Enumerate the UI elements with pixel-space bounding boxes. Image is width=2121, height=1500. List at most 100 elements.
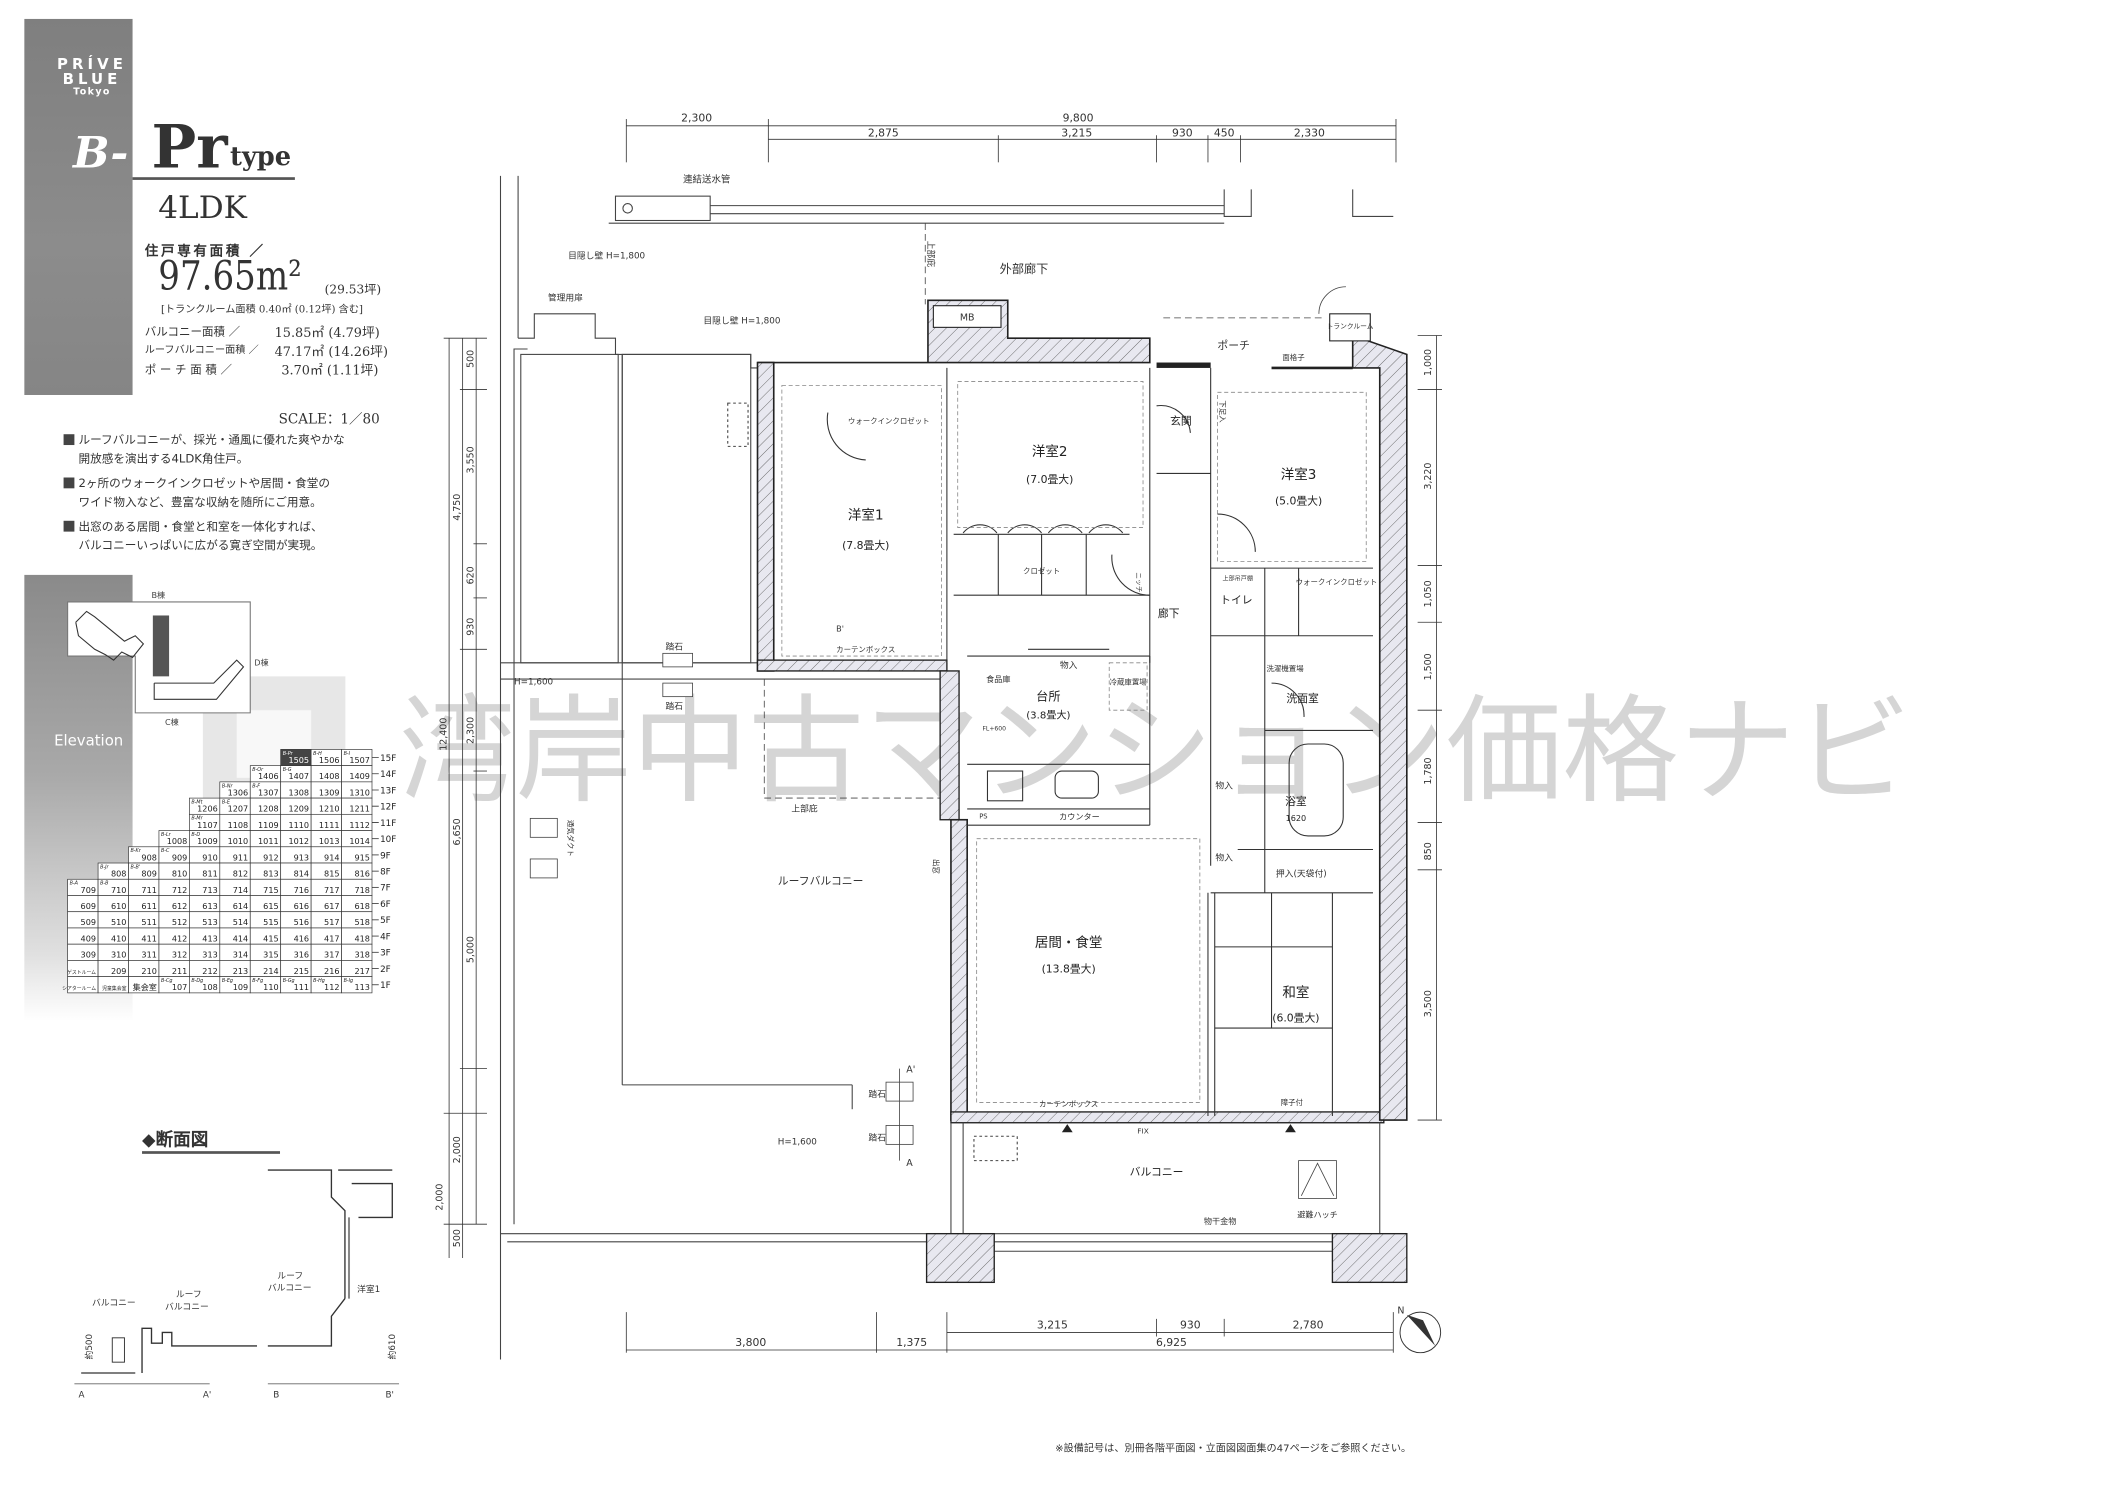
- elevation-unit-type: B-F: [252, 783, 260, 789]
- site-key-map: B棟 D棟 C棟: [67, 590, 269, 727]
- balcony-area-value: 15.85㎡ (4.79坪): [274, 326, 380, 341]
- elevation-unit-number: 314: [233, 950, 248, 960]
- elevation-unit-number: 715: [263, 885, 278, 895]
- elevation-unit-number: 316: [294, 950, 309, 960]
- elevation-unit-number: 318: [354, 950, 369, 960]
- elevation-unit-number: 409: [81, 933, 96, 943]
- layout-label: 4LDK: [158, 190, 247, 226]
- key-map-building-b: [152, 615, 170, 677]
- elevation-unit-number: 111: [294, 982, 309, 992]
- key-map-label-b: B棟: [152, 590, 166, 600]
- elevation-unit-number: 110: [263, 982, 278, 992]
- private-area-value: 97.65m²: [158, 252, 302, 301]
- elevation-unit-number: 1012: [288, 836, 309, 846]
- elevation-unit-number: 109: [233, 982, 248, 992]
- elevation-unit-number: 215: [294, 966, 309, 976]
- elevation-unit-number: 1507: [349, 755, 370, 765]
- elevation-unit-number: 713: [202, 885, 217, 895]
- trunk-room-note: [トランクルーム面積 0.40㎡ (0.12坪) 含む]: [160, 303, 363, 316]
- elevation-unit-type: B-Jr: [100, 864, 109, 870]
- floor-label: 7F: [380, 884, 391, 894]
- elevation-unit-number: 1207: [228, 804, 249, 814]
- floor-label: 4F: [380, 932, 391, 942]
- feature-2: 2ヶ所のウォークインクロゼットや居間・食堂の ワイド物入など、豊富な収納を随所に…: [63, 475, 330, 513]
- elevation-unit-number: 108: [202, 982, 217, 992]
- elevation-unit-number: 312: [172, 950, 187, 960]
- section-b-height: 約610: [386, 1334, 398, 1360]
- title-underline: [132, 177, 295, 180]
- section-b-roof-label-1: ルーフ: [277, 1271, 303, 1281]
- elevation-unit-type: B-H: [313, 751, 322, 757]
- floor-label: 8F: [380, 868, 391, 878]
- private-area-label: 住戸専有面積 ／: [144, 244, 266, 260]
- floor-label: 9F: [380, 851, 391, 861]
- elevation-unit-type: B-Gg: [283, 978, 295, 984]
- elevation-unit-number: シアタールーム: [62, 985, 96, 992]
- elevation-unit-number: 310: [111, 950, 126, 960]
- elevation-unit-number: 509: [81, 917, 96, 927]
- elevation-unit-number: 1109: [258, 820, 279, 830]
- feature-1-line2: 開放感を演出する4LDK角住戸。: [78, 453, 249, 467]
- elevation-unit-number: 816: [354, 869, 369, 879]
- bullet-square-icon: [63, 477, 75, 489]
- elevation-unit-number: 617: [324, 901, 339, 911]
- elevation-unit-number: 1211: [349, 804, 370, 814]
- elevation-unit-type: B-Dg: [191, 978, 203, 984]
- brand-logo: PRÍVE BLUE Tokyo: [50, 57, 134, 99]
- floor-label: 12F: [380, 803, 396, 813]
- elevation-unit-number: 510: [111, 917, 126, 927]
- section-b-roof-label-2: バルコニー: [268, 1282, 312, 1293]
- elevation-unit-number: 309: [81, 950, 96, 960]
- elevation-unit-number: 1108: [228, 820, 249, 830]
- elevation-unit-number: 412: [172, 933, 187, 943]
- elevation-unit-number: 1009: [197, 836, 218, 846]
- elevation-unit-number: 1309: [319, 787, 340, 797]
- elevation-unit-number: 911: [233, 852, 248, 862]
- elevation-unit-number: 1206: [197, 804, 218, 814]
- bullet-square-icon: [63, 434, 75, 446]
- elevation-unit-number: 913: [294, 852, 309, 862]
- elevation-unit-type: B-E: [222, 800, 231, 806]
- elevation-unit-number: 614: [233, 901, 248, 911]
- elevation-title: Elevation: [54, 731, 124, 750]
- feature-3-line1: 出窓のある居間・食堂と和室を一体化すれば、: [78, 520, 323, 535]
- elevation-unit-type: B-B: [100, 881, 109, 887]
- elevation-unit-number: 514: [233, 917, 248, 927]
- section-b-room-label: 洋室1: [357, 1283, 380, 1295]
- elevation-unit-number: 210: [141, 966, 156, 976]
- elevation-unit-number: 813: [263, 869, 278, 879]
- elevation-unit-number: 716: [294, 885, 309, 895]
- elevation-unit-number: 集会室: [133, 982, 157, 992]
- section-b-right-marker: B': [386, 1390, 394, 1400]
- feature-2-line1: 2ヶ所のウォークインクロゼットや居間・食堂の: [78, 477, 330, 492]
- elevation-unit-number: 1110: [288, 820, 309, 830]
- elevation-unit-number: 411: [141, 933, 156, 943]
- elevation-unit-number: 1008: [167, 836, 188, 846]
- elevation-unit-number: 815: [324, 869, 339, 879]
- elevation-unit-type: B-D: [191, 832, 200, 838]
- elevation-unit-number: 909: [172, 852, 187, 862]
- roof-balcony-area-label: ルーフバルコニー面積 ／: [144, 343, 259, 356]
- elevation-unit-number: 1407: [288, 771, 309, 781]
- elevation-unit-number: 217: [354, 966, 369, 976]
- elevation-unit-number: 311: [141, 950, 156, 960]
- floor-label: 6F: [380, 900, 391, 910]
- elevation-unit-number: 1306: [228, 787, 249, 797]
- elevation-unit-number: 808: [111, 869, 126, 879]
- elevation-unit-number: 516: [294, 917, 309, 927]
- watermark-text: 湾岸中古マンション価格ナビ: [399, 684, 1911, 819]
- elevation-unit-number: 1112: [349, 820, 370, 830]
- elevation-unit-number: 1014: [349, 836, 370, 846]
- elevation-unit-number: 1011: [258, 836, 279, 846]
- elevation-unit-number: 1310: [349, 787, 370, 797]
- elevation-unit-number: 1013: [319, 836, 340, 846]
- bullet-square-icon: [63, 520, 75, 532]
- section-a-roof-label-2: バルコニー: [165, 1301, 209, 1312]
- elevation-unit-number: 515: [263, 917, 278, 927]
- elevation-unit-number: 718: [354, 885, 369, 895]
- elevation-unit-type: B-Eg: [222, 978, 233, 984]
- type-suffix: type: [229, 142, 292, 172]
- floor-label: 2F: [380, 965, 391, 975]
